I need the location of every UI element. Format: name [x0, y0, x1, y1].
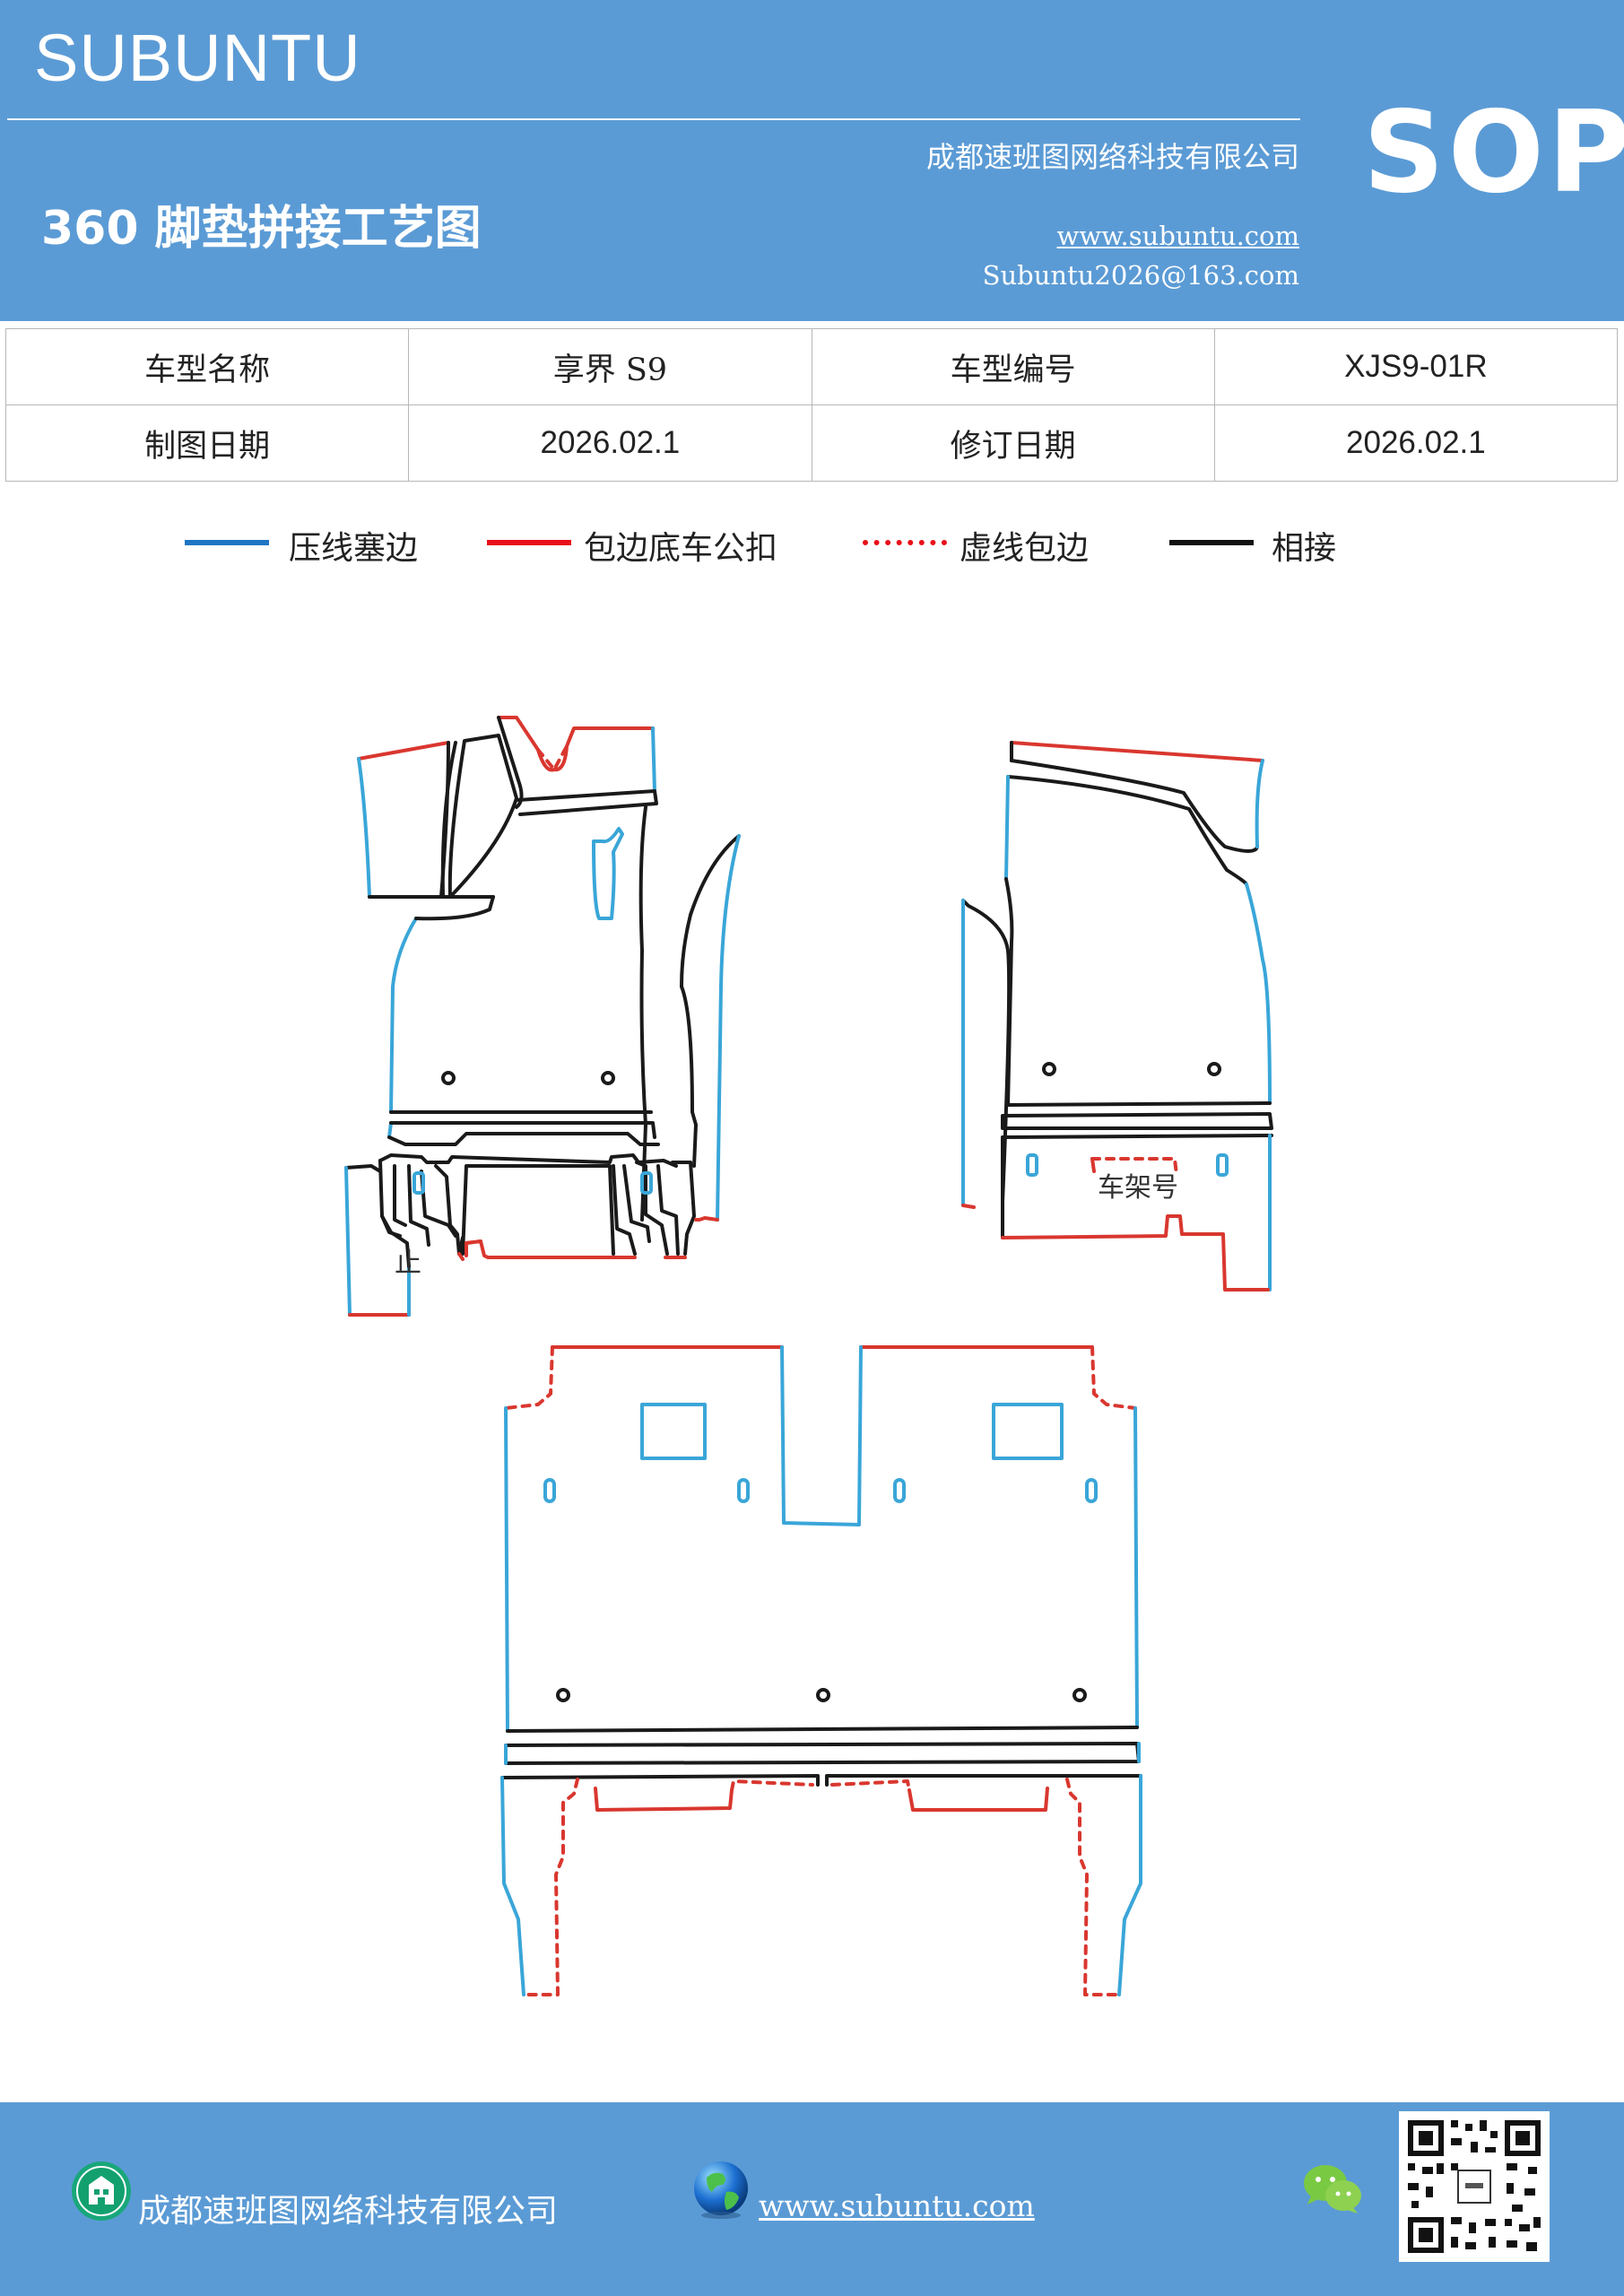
legend-label: 压线塞边 — [289, 530, 419, 567]
value-model-name: 享界 S9 — [408, 328, 812, 405]
vin-label: 车架号 — [1098, 1172, 1178, 1204]
header-divider — [7, 118, 1300, 120]
sop-badge: SOP — [1363, 86, 1624, 218]
wechat-icon[interactable] — [1302, 2161, 1365, 2217]
legend: 压线塞边 包边底车公扣 虚线包边 相接 — [0, 520, 1624, 574]
value-model-code: XJS9-01R — [1213, 328, 1619, 405]
header-email: Subuntu2026@163.com — [982, 260, 1299, 291]
legend-swatch-black — [1169, 540, 1254, 545]
driver-front-mat — [344, 716, 741, 1317]
legend-swatch-red-dashed — [863, 540, 947, 545]
header-website-link[interactable]: www.subuntu.com — [1056, 221, 1299, 251]
stop-label: 止 — [395, 1248, 421, 1279]
legend-swatch-red — [487, 540, 571, 545]
label-draw-date: 制图日期 — [4, 404, 410, 482]
page-title: 360 脚垫拼接工艺图 — [41, 202, 482, 256]
header-company: 成都速班图网络科技有限公司 — [925, 140, 1299, 174]
value-revise-date: 2026.02.1 — [1213, 404, 1619, 482]
footer-website-link[interactable]: www.subuntu.com — [759, 2188, 1035, 2223]
footer-company: 成都速班图网络科技有限公司 — [138, 2193, 559, 2230]
brand-name: SUBUNTU — [34, 21, 361, 95]
legend-swatch-blue — [185, 540, 269, 545]
globe-icon — [694, 2161, 748, 2219]
legend-label: 包边底车公扣 — [584, 530, 778, 567]
table-row: 车型名称 享界 S9 车型编号 XJS9-01R — [4, 328, 1619, 405]
table-row: 制图日期 2026.02.1 修订日期 2026.02.1 — [4, 404, 1619, 482]
building-icon — [72, 2161, 131, 2221]
rear-mat — [500, 1345, 1142, 1996]
label-revise-date: 修订日期 — [811, 404, 1215, 482]
label-model-name: 车型名称 — [4, 328, 410, 405]
label-model-code: 车型编号 — [811, 328, 1215, 405]
value-draw-date: 2026.02.1 — [408, 404, 812, 482]
passenger-front-mat — [961, 741, 1273, 1292]
legend-label: 相接 — [1272, 530, 1337, 567]
header-banner — [0, 0, 1624, 321]
legend-label: 虚线包边 — [960, 530, 1090, 567]
qr-code — [1399, 2111, 1550, 2262]
info-table: 车型名称 享界 S9 车型编号 XJS9-01R 制图日期 2026.02.1 … — [4, 328, 1619, 482]
